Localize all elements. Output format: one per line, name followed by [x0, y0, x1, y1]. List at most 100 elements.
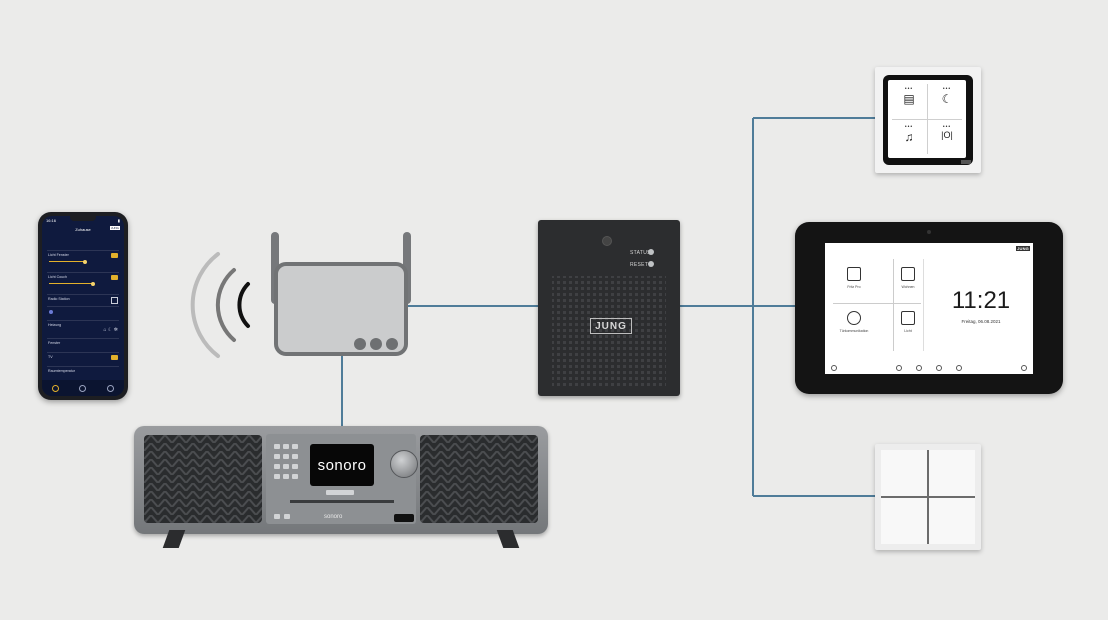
preset-button[interactable]: [283, 474, 289, 479]
phone-row-blank: [47, 306, 119, 318]
preset-button[interactable]: [283, 444, 289, 449]
smart-panel-bezel: •••▤ •••☾ •••♫ •••|O|: [883, 75, 973, 165]
smart-panel-screen: •••▤ •••☾ •••♫ •••|O|: [888, 80, 966, 158]
preset-button[interactable]: [292, 474, 298, 479]
tile-wohnen[interactable]: Wohnen: [893, 267, 923, 297]
settings-icon[interactable]: [106, 384, 114, 392]
phone-row-heizung[interactable]: Heizung ⌂ ☾ ✲: [47, 320, 119, 333]
eye-icon: [847, 311, 861, 325]
divider: [923, 259, 924, 351]
scene-music-icon[interactable]: •••♫: [904, 124, 914, 144]
camera-icon: [927, 230, 931, 234]
jung-logo: JUNG: [590, 318, 632, 334]
speaker-brand-label: sonoro: [324, 514, 343, 520]
preset-button[interactable]: [283, 464, 289, 469]
scene-tv-icon[interactable]: •••▤: [903, 86, 915, 106]
smart-control-panel: •••▤ •••☾ •••♫ •••|O|: [875, 67, 981, 173]
light-switch: [875, 444, 981, 550]
tile-label: Licht: [904, 329, 912, 333]
bulb-icon[interactable]: [79, 384, 87, 392]
phone-row-label: Heizung: [48, 323, 62, 327]
preset-button[interactable]: [292, 464, 298, 469]
phone-header-title: Zuhause: [75, 227, 91, 232]
tablet-nav-bar: [825, 362, 1033, 374]
speaker-control-panel: sonoro sonoro: [266, 434, 418, 524]
preset-button[interactable]: [274, 444, 280, 449]
perforation-pattern: [552, 276, 666, 386]
dimmer-slider[interactable]: [49, 259, 87, 264]
speaker-display: sonoro: [310, 444, 374, 486]
tablet-screen: JUNG Fritz Pro Wohnen Türkommunikation L…: [825, 243, 1033, 374]
jung-gateway: STATUS RESET JUNG: [538, 220, 680, 396]
scene-night-icon[interactable]: •••☾: [941, 86, 953, 106]
back-icon[interactable]: [896, 365, 902, 371]
switch-rockers[interactable]: [881, 450, 975, 544]
phone-row-label: Fenster: [48, 341, 61, 345]
cube-icon: [847, 267, 861, 281]
tile-fritz-pro[interactable]: Fritz Pro: [839, 267, 869, 297]
status-label: STATUS: [630, 250, 651, 256]
play-button[interactable]: [111, 355, 118, 360]
router-led: [370, 338, 382, 350]
dimmer-slider[interactable]: [49, 281, 95, 286]
aux-jack: [284, 514, 290, 519]
phone-status-bar: 16:16 ▮: [46, 218, 120, 224]
phone-row-licht-fenster[interactable]: Licht Fenster: [47, 250, 119, 264]
phone-logo: JUNG: [109, 226, 120, 230]
menu-icon[interactable]: [831, 365, 837, 371]
clock: 11:21: [951, 287, 1011, 314]
preset-button[interactable]: [274, 464, 280, 469]
tile-label: Wohnen: [901, 285, 915, 289]
phone-row-radio-station[interactable]: Radio Station: [47, 294, 119, 306]
phone-notch: [70, 216, 96, 221]
settings-icon[interactable]: [956, 365, 962, 371]
mode-icons[interactable]: ⌂ ☾ ✲: [103, 327, 118, 333]
phone-row-label: Raumtemperatur: [48, 369, 75, 373]
volume-knob[interactable]: [390, 450, 418, 478]
phone-row-label: Licht Couch: [48, 275, 67, 279]
mount-screw: [602, 236, 612, 246]
light-icon: [901, 311, 915, 325]
reset-label: RESET: [630, 262, 649, 268]
tile-licht[interactable]: Licht: [893, 311, 923, 341]
home-icon[interactable]: [52, 384, 60, 392]
phone-bottom-nav: [42, 380, 124, 396]
speaker-grille-left: [144, 435, 262, 523]
tile-label: Türkommunikation: [839, 329, 869, 333]
transport-buttons[interactable]: [326, 490, 354, 495]
smartphone: 16:16 ▮ Zuhause JUNG Licht Fenster Licht…: [38, 212, 128, 400]
preset-button[interactable]: [274, 454, 280, 459]
tablet-logo: JUNG: [1016, 246, 1030, 251]
wifi-router: [274, 262, 408, 356]
preset-button[interactable]: [292, 454, 298, 459]
status-led: [648, 249, 654, 255]
preset-button[interactable]: [283, 454, 289, 459]
speaker-grille-right: [420, 435, 538, 523]
cd-slot: [290, 500, 394, 503]
phone-row-tv[interactable]: TV: [47, 352, 119, 364]
stop-button[interactable]: [111, 297, 118, 304]
phone-row-raumtemperatur: Raumtemperatur: [47, 366, 119, 378]
divider: [893, 259, 894, 351]
divider: [892, 119, 962, 120]
phone-row-licht-couch[interactable]: Licht Couch: [47, 272, 119, 286]
sonoro-speaker: sonoro sonoro: [134, 426, 548, 534]
tile-tuerkommunikation[interactable]: Türkommunikation: [839, 311, 869, 341]
preset-button[interactable]: [274, 474, 280, 479]
rocker-divider: [881, 496, 975, 498]
toggle-button[interactable]: [111, 275, 118, 280]
router-led: [354, 338, 366, 350]
mic-icon[interactable]: [936, 365, 942, 371]
phone-row-label: TV: [48, 355, 53, 359]
scene-dining-icon[interactable]: •••|O|: [941, 124, 953, 140]
reset-button[interactable]: [648, 261, 654, 267]
jung-badge: [961, 160, 971, 164]
status-dot: [49, 310, 53, 314]
more-icon[interactable]: [1021, 365, 1027, 371]
router-led: [386, 338, 398, 350]
preset-button[interactable]: [292, 444, 298, 449]
home-icon[interactable]: [916, 365, 922, 371]
tile-label: Fritz Pro: [847, 285, 861, 289]
toggle-button[interactable]: [111, 253, 118, 258]
divider: [833, 303, 921, 304]
